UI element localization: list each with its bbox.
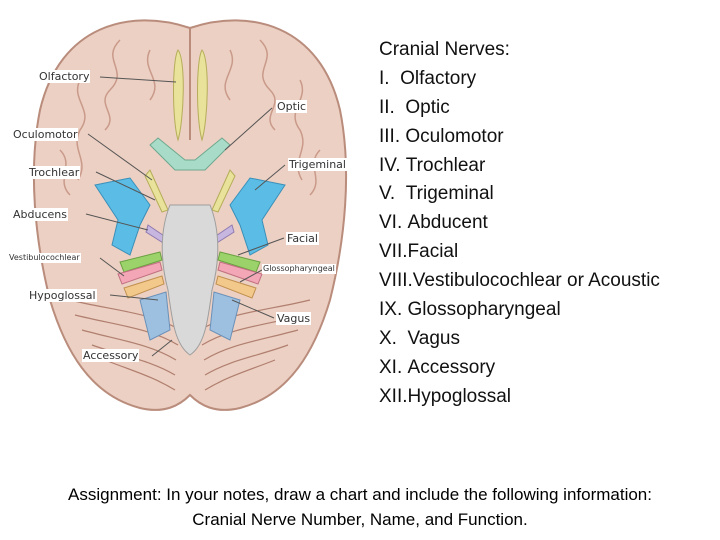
label-abducens: Abducens <box>12 208 68 221</box>
oculomotor-nerve <box>211 169 236 213</box>
list-item: VII.Facial <box>379 238 720 267</box>
list-item-name: Optic <box>405 96 450 118</box>
list-item-name: Abducent <box>407 212 488 234</box>
brain-illustration <box>32 19 348 411</box>
label-glossopharyngeal: Glossopharyngeal <box>262 264 336 274</box>
list-item-name: Vestibulocochlear or Acoustic <box>412 270 660 292</box>
label-trochlear: Trochlear <box>28 166 81 179</box>
glossopharyngeal-nerve <box>215 275 257 299</box>
brainstem <box>161 204 219 356</box>
list-item-number: VII. <box>379 241 408 263</box>
list-item: II. Optic <box>379 94 720 123</box>
list-item-number: V. <box>379 183 396 205</box>
list-item: V. Trigeminal <box>379 180 720 209</box>
list-item-number: II. <box>379 96 395 118</box>
list-item-number: III. <box>379 125 401 147</box>
assignment-text: Assignment: In your notes, draw a chart … <box>0 482 720 532</box>
list-heading: Cranial Nerves: <box>379 39 510 60</box>
list-item-number: VIII. <box>379 270 413 292</box>
list-item: XII.Hypoglossal <box>379 383 720 412</box>
vestibulocochlear-nerve <box>117 261 163 285</box>
assignment-line-2: Cranial Nerve Number, Name, and Function… <box>192 510 528 529</box>
list-item-number: XII. <box>379 385 408 407</box>
list-item-number: I. <box>379 67 390 89</box>
list-item-name: Vagus <box>407 327 460 349</box>
label-optic: Optic <box>276 100 308 113</box>
list-item: IV. Trochlear <box>379 152 720 181</box>
vestibulocochlear-nerve <box>217 261 263 285</box>
label-vagus: Vagus <box>276 312 312 325</box>
list-item: III. Oculomotor <box>379 123 720 152</box>
label-hypoglossal: Hypoglossal <box>28 289 97 302</box>
label-facial: Facial <box>286 232 319 245</box>
label-trigeminal: Trigeminal <box>288 158 347 171</box>
list-item-name: Olfactory <box>400 67 477 89</box>
assignment-line-1: Assignment: In your notes, draw a chart … <box>68 485 652 504</box>
olfactory-nerve <box>197 49 208 142</box>
glossopharyngeal-nerve <box>123 275 165 299</box>
vagus-nerve <box>139 291 171 341</box>
list-item-number: X. <box>379 327 397 349</box>
optic-chiasm <box>149 137 231 171</box>
list-item-name: Hypoglossal <box>407 385 512 407</box>
list-item: I. Olfactory <box>379 65 720 94</box>
list-item-name: Trigeminal <box>405 183 494 205</box>
cerebellum <box>69 299 311 391</box>
list-item: X. Vagus <box>379 325 720 354</box>
facial-nerve <box>119 251 163 273</box>
facial-nerve <box>217 251 261 273</box>
trigeminal-nerve-right <box>229 177 286 256</box>
label-oculomotor: Oculomotor <box>12 128 79 141</box>
leader-lines <box>85 76 286 357</box>
olfactory-nerve <box>173 49 184 142</box>
cranial-nerves-list: Cranial Nerves: I. Olfactory II. Optic I… <box>379 36 720 412</box>
label-olfactory: Olfactory <box>38 70 91 83</box>
list-item-name: Oculomotor <box>405 125 504 147</box>
list-item-number: XI. <box>379 356 403 378</box>
label-vestibulocochlear: Vestibulocochlear <box>8 253 81 263</box>
list-item: VI. Abducent <box>379 209 720 238</box>
oculomotor-nerve <box>144 169 169 213</box>
label-accessory: Accessory <box>82 349 140 362</box>
vagus-nerve <box>209 291 241 341</box>
list-item-name: Accessory <box>407 356 496 378</box>
brain-cranial-nerves-figure: Olfactory Optic Oculomotor Trochlear Tri… <box>0 0 362 412</box>
list-item: VIII.Vestibulocochlear or Acoustic <box>379 267 720 296</box>
trigeminal-nerve-left <box>94 177 151 256</box>
list-item: XI. Accessory <box>379 354 720 383</box>
list-item-number: IX. <box>379 299 403 321</box>
list-item-number: IV. <box>379 154 401 176</box>
list-item-name: Glossopharyngeal <box>407 299 561 321</box>
list-item-name: Trochlear <box>405 154 486 176</box>
list-item-number: VI. <box>379 212 403 234</box>
list-item: IX. Glossopharyngeal <box>379 296 720 325</box>
list-item-name: Facial <box>407 241 459 263</box>
